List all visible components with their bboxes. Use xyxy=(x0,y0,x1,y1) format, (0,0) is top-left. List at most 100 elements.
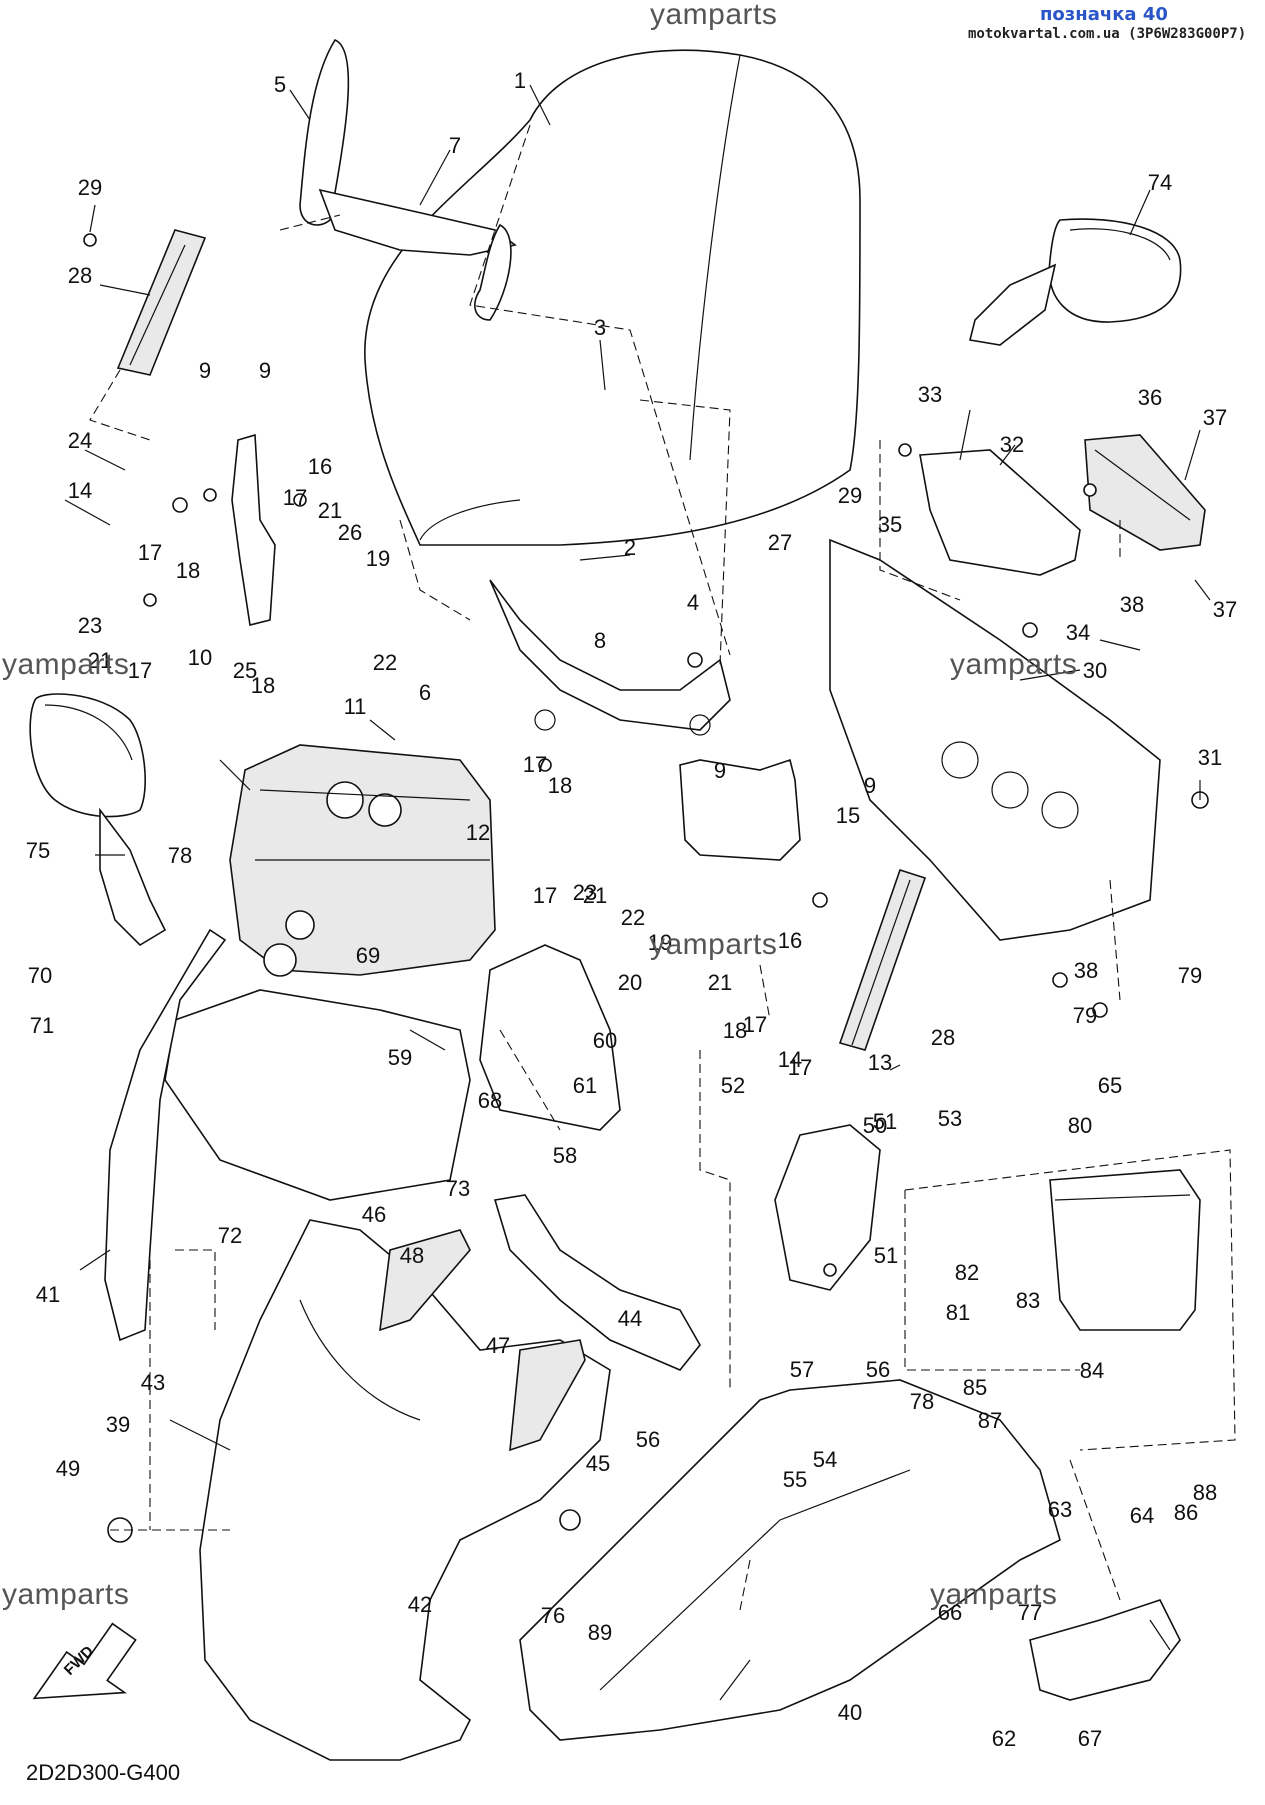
callout-4: 4 xyxy=(687,590,699,615)
callout-13: 13 xyxy=(868,1050,892,1075)
callout-86: 86 xyxy=(1174,1500,1198,1525)
callout-89: 89 xyxy=(588,1620,612,1645)
callout-56: 56 xyxy=(636,1427,660,1452)
callout-77: 77 xyxy=(1018,1600,1042,1625)
callout-1: 1 xyxy=(514,68,526,93)
callout-69: 69 xyxy=(356,943,380,968)
air-guide-part xyxy=(493,1194,701,1371)
panel-box-part xyxy=(1049,1169,1201,1331)
watermark-bottom-left: yamparts xyxy=(2,1578,130,1611)
callout-63: 63 xyxy=(1048,1497,1072,1522)
callout-78: 78 xyxy=(910,1389,934,1414)
callout-12: 12 xyxy=(466,820,490,845)
cover-part xyxy=(1084,434,1206,551)
callout-9: 9 xyxy=(864,773,876,798)
callout-17: 17 xyxy=(138,540,162,565)
callout-21: 21 xyxy=(708,970,732,995)
header-badge[interactable]: позначка 40 xyxy=(1040,4,1168,25)
callout-76: 76 xyxy=(541,1603,565,1628)
callout-71: 71 xyxy=(30,1013,54,1038)
under-cowling-part xyxy=(519,1379,1061,1741)
callout-17: 17 xyxy=(743,1012,767,1037)
callout-65: 65 xyxy=(1098,1073,1122,1098)
callout-35: 35 xyxy=(878,512,902,537)
callout-8: 8 xyxy=(594,628,606,653)
callout-32: 32 xyxy=(1000,432,1024,457)
watermark-middle: yamparts xyxy=(650,928,778,961)
callout-21: 21 xyxy=(88,648,112,673)
callout-6: 6 xyxy=(419,680,431,705)
callout-28: 28 xyxy=(931,1025,955,1050)
callout-38: 38 xyxy=(1074,958,1098,983)
callout-62: 62 xyxy=(992,1726,1016,1751)
header-source: motokvartal.com.ua (3P6W283G00P7) xyxy=(968,26,1247,42)
callout-49: 49 xyxy=(56,1456,80,1481)
watermark-right: yamparts xyxy=(950,648,1078,681)
callout-50: 50 xyxy=(863,1113,887,1138)
callout-46: 46 xyxy=(362,1202,386,1227)
callout-64: 64 xyxy=(1130,1503,1154,1528)
callout-21: 21 xyxy=(318,498,342,523)
callout-45: 45 xyxy=(586,1451,610,1476)
callout-38: 38 xyxy=(1120,592,1144,617)
callout-61: 61 xyxy=(573,1073,597,1098)
callout-5: 5 xyxy=(274,72,286,97)
callout-31: 31 xyxy=(1198,745,1222,770)
callout-82: 82 xyxy=(955,1260,979,1285)
callout-17: 17 xyxy=(283,485,307,510)
callout-17: 17 xyxy=(533,883,557,908)
callout-34: 34 xyxy=(1066,620,1090,645)
meter-assembly-part xyxy=(229,744,496,977)
leader-lines xyxy=(64,84,1211,1701)
callout-88: 88 xyxy=(1193,1480,1217,1505)
lower-bracket-part xyxy=(1029,1599,1181,1701)
callout-75: 75 xyxy=(26,838,50,863)
callout-40: 40 xyxy=(838,1700,862,1725)
callout-15: 15 xyxy=(836,803,860,828)
callout-9: 9 xyxy=(259,358,271,383)
callout-16: 16 xyxy=(778,928,802,953)
callout-59: 59 xyxy=(388,1045,412,1070)
callout-68: 68 xyxy=(478,1088,502,1113)
upper-stay-part xyxy=(489,579,731,736)
callout-2: 2 xyxy=(624,535,636,560)
callout-58: 58 xyxy=(553,1143,577,1168)
callout-56: 56 xyxy=(866,1357,890,1382)
dashed-references xyxy=(89,124,1236,1611)
callout-19: 19 xyxy=(366,546,390,571)
mirror-right-part xyxy=(969,218,1182,346)
mirror-left-part xyxy=(29,693,167,947)
watermark-top: yamparts xyxy=(650,0,778,31)
callout-14: 14 xyxy=(778,1047,802,1072)
callout-51: 51 xyxy=(873,1109,897,1134)
inner-cover-part xyxy=(774,1124,881,1291)
fasteners-group xyxy=(83,233,1209,1543)
front-cowling-part xyxy=(199,1219,611,1761)
diagram-code: 2D2D300-G400 xyxy=(26,1760,181,1785)
callout-18: 18 xyxy=(723,1018,747,1043)
callout-47: 47 xyxy=(486,1333,510,1358)
callout-25: 25 xyxy=(233,658,257,683)
callout-51: 51 xyxy=(874,1243,898,1268)
callout-18: 18 xyxy=(176,558,200,583)
callout-43: 43 xyxy=(141,1370,165,1395)
side-panel-left-part xyxy=(104,928,471,1342)
callout-44: 44 xyxy=(618,1306,642,1331)
callout-67: 67 xyxy=(1078,1726,1102,1751)
callout-55: 55 xyxy=(783,1467,807,1492)
callout-20: 20 xyxy=(618,970,642,995)
bracket-part xyxy=(679,758,801,861)
callout-23: 23 xyxy=(78,613,102,638)
callout-26: 26 xyxy=(338,520,362,545)
callout-22: 22 xyxy=(621,905,645,930)
callout-36: 36 xyxy=(1138,385,1162,410)
callout-11: 11 xyxy=(344,694,367,719)
stay-part xyxy=(231,433,276,626)
callout-87: 87 xyxy=(978,1408,1002,1433)
callout-37: 37 xyxy=(1203,405,1227,430)
callout-52: 52 xyxy=(721,1073,745,1098)
callout-70: 70 xyxy=(28,963,52,988)
